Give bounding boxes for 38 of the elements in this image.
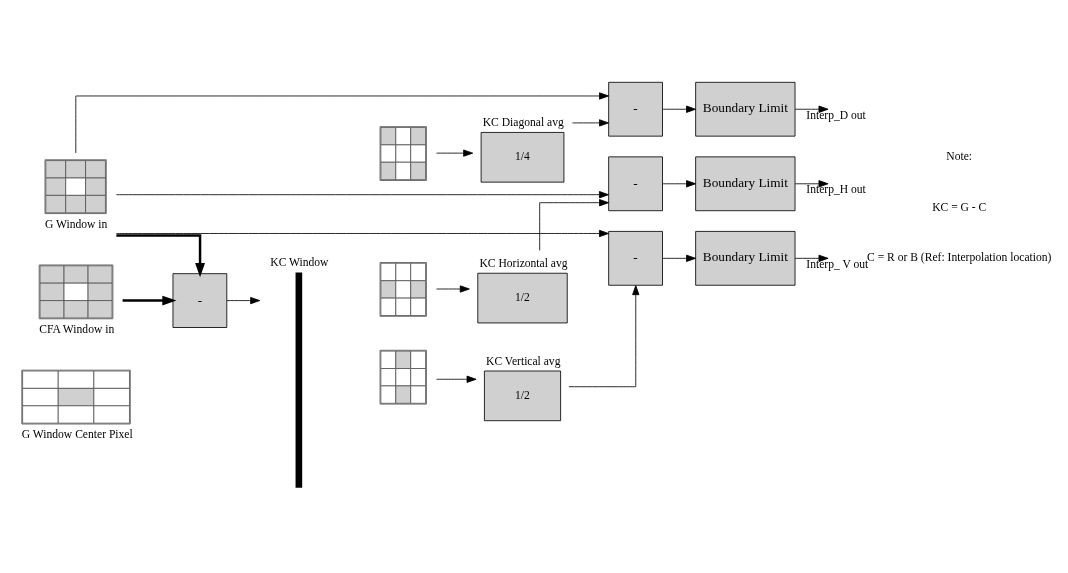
node-box: - bbox=[172, 273, 228, 328]
node-box: - bbox=[608, 231, 663, 286]
arrow bbox=[794, 180, 829, 188]
node-label: G Window in bbox=[44, 217, 108, 231]
node-box: Boundary Limit bbox=[695, 81, 796, 137]
label: C = R or B (Ref: Interpolation location) bbox=[867, 251, 1052, 265]
arrow bbox=[662, 180, 697, 188]
arrow bbox=[539, 199, 610, 251]
arrow bbox=[75, 92, 609, 154]
node-label: KC Horizontal avg bbox=[479, 256, 568, 270]
arrow bbox=[662, 254, 697, 262]
arrow bbox=[226, 296, 261, 305]
arrow bbox=[436, 285, 470, 293]
node-label: G Window Center Pixel bbox=[21, 428, 133, 442]
node-box: - bbox=[608, 156, 663, 212]
node-label: KC Vertical avg bbox=[486, 354, 561, 368]
node-label: KC Diagonal avg bbox=[482, 115, 564, 129]
arrow bbox=[115, 191, 609, 199]
arrow bbox=[572, 119, 609, 127]
node-box: Boundary Limit bbox=[695, 156, 796, 212]
arrow bbox=[662, 105, 697, 113]
arrow bbox=[116, 234, 205, 278]
arrow bbox=[794, 105, 829, 113]
edge-label: Interp_D out bbox=[806, 108, 866, 122]
arrow bbox=[568, 285, 640, 388]
arrow bbox=[115, 229, 609, 238]
arrow bbox=[436, 149, 474, 157]
label: Note: bbox=[946, 150, 973, 164]
node-box: Boundary Limit bbox=[695, 231, 796, 286]
edge-label: Interp_H out bbox=[806, 183, 866, 197]
arrow bbox=[794, 254, 829, 262]
arrow bbox=[122, 295, 177, 306]
node-label: CFA Window in bbox=[39, 323, 115, 337]
node-box bbox=[295, 272, 303, 488]
node-label: KC Window bbox=[270, 255, 329, 269]
label: KC = G - C bbox=[932, 200, 987, 214]
arrow bbox=[436, 375, 477, 383]
node-box: - bbox=[608, 81, 663, 137]
